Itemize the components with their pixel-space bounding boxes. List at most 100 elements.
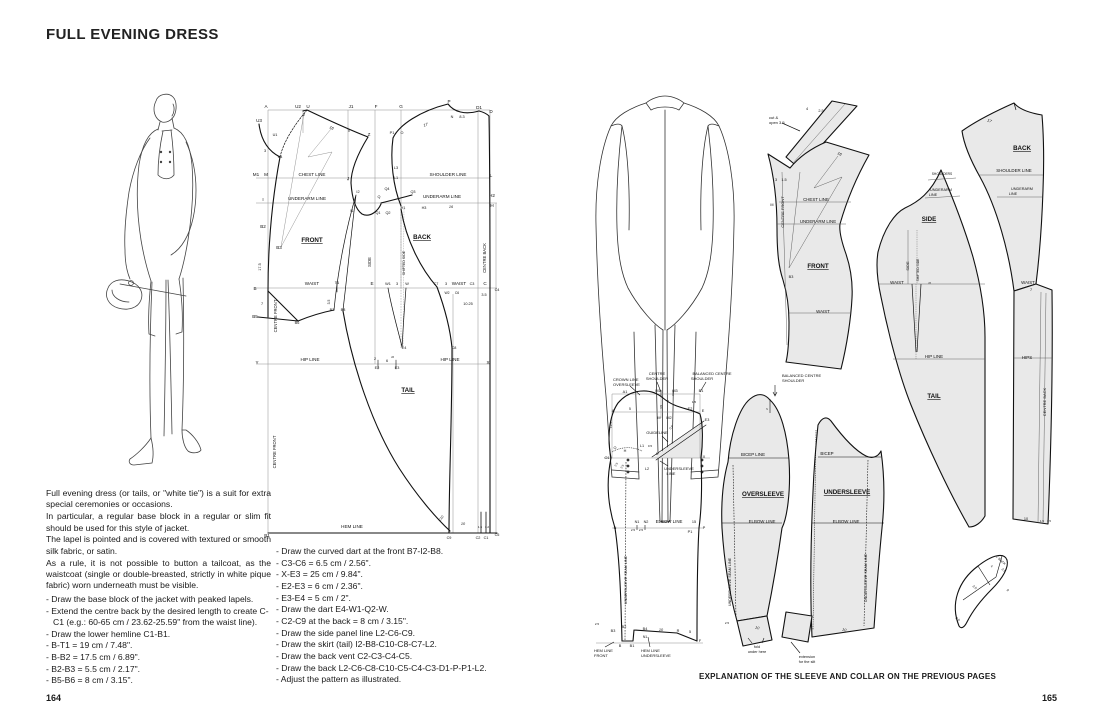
diagram-label: B1 — [264, 533, 270, 538]
diagram-label: Q3 — [410, 190, 415, 194]
diagram-label: CHEST LINE — [803, 197, 829, 202]
diagram-label: E1 — [699, 389, 704, 393]
diagram-label: O — [401, 131, 404, 135]
diagram-label: SHOULDERS — [932, 172, 953, 176]
diagram-label: 5 — [391, 356, 395, 358]
diagram-label: C — [483, 281, 487, 286]
diagram-label: F — [375, 104, 378, 109]
list-item: The lapel is pointed and is covered with… — [46, 534, 271, 556]
list-item: In particular, a regular base block in a… — [46, 511, 271, 533]
diagram-label: L3 — [394, 166, 398, 170]
diagram-label: M1 — [655, 389, 660, 393]
oversleeve-flap — [736, 615, 773, 647]
diagram-label: 8.3 — [459, 115, 464, 119]
diagram-label: E2 — [688, 407, 693, 411]
diagram-label: M2 — [666, 416, 671, 420]
diagram-label: U3 — [256, 118, 262, 123]
diagram-label: HEM LINE — [341, 524, 363, 529]
diagram-label: E — [702, 409, 705, 413]
diagram-label: UNDERSLEEVE — [824, 489, 870, 496]
diagram-label: U — [306, 104, 309, 109]
diagram-label: X — [703, 455, 706, 459]
diagram-label: O1 — [604, 456, 609, 460]
diagram-label: UNDERARM — [1011, 187, 1033, 191]
diagram-label: TAIL — [927, 393, 941, 400]
diagram-label: B — [253, 286, 256, 291]
diagram-label: SIDE — [367, 257, 372, 267]
diagram-label: B2 — [260, 224, 266, 229]
diagram-label: 2.5 — [818, 109, 823, 113]
diagram-label: T1 — [335, 281, 339, 285]
diagram-label: U4 — [278, 155, 283, 159]
instructions-right: - Draw the curved dart at the front B7-I… — [276, 546, 512, 686]
collar-piece — [954, 554, 1008, 629]
diagram-label: J1 — [349, 104, 354, 109]
diagram-label: M — [657, 416, 660, 420]
diagram-label: 16 — [329, 124, 336, 131]
diagram-label: BICEP LINE — [741, 452, 765, 457]
diagram-label: P — [447, 99, 450, 104]
diagram-label: TAIL — [401, 387, 415, 394]
diagram-label: W2 — [444, 291, 449, 295]
diagram-label: FRONT — [807, 263, 829, 270]
diagram-label: 2 — [303, 113, 305, 117]
diagram-label: C3 — [470, 282, 475, 286]
diagram-label: C2 — [476, 536, 481, 540]
diagram-label: SHIFTED SIDE — [916, 258, 920, 282]
diagram-label: B4 — [643, 627, 648, 631]
diagram-label: OVERSLEEVE — [613, 382, 640, 387]
diagram-label: BALANCED CENTRE — [692, 371, 731, 376]
diagram-label: B — [619, 644, 622, 648]
diagram-label: M3 — [672, 389, 677, 393]
diagram-label: 10.25 — [463, 302, 473, 306]
diagram-label: R — [677, 629, 680, 633]
diagram-label: M — [770, 203, 773, 207]
diagram-label: CHEST LINE — [299, 172, 326, 177]
diagram-label: ELBOW LINE — [656, 519, 683, 524]
list-item: - E3-E4 = 5 cm / 2". — [276, 592, 351, 603]
diagram-label: UNDERARM — [930, 188, 952, 192]
diagram-label: N2 — [644, 520, 649, 524]
diagram-label: 17 — [423, 121, 430, 127]
list-item: - B5-B6 = 8 cm / 3.15". — [46, 675, 133, 686]
diagram-label: LINE — [929, 193, 938, 197]
diagram-label: UNDERSLEEVE — [664, 466, 694, 471]
diagram-label: M1 — [253, 172, 260, 177]
undersleeve-piece — [810, 417, 885, 638]
diagram-label: 0.5 — [668, 424, 674, 430]
diagram-label: GUIDELINE — [646, 430, 668, 435]
centre-back-strip — [1012, 283, 1053, 525]
diagram-label: OVERSLEEVE — [742, 491, 784, 498]
diagram-label: 1.5 — [1040, 519, 1044, 523]
list-item: - B-T1 = 19 cm / 7.48". — [46, 640, 133, 651]
diagram-label: B7 — [330, 308, 335, 312]
diagram-label: E3 — [705, 418, 710, 422]
diagram-label: B3 — [789, 275, 794, 279]
diagram-label: WAIST — [452, 281, 467, 286]
diagram-label: B8 — [341, 308, 346, 312]
diagram-label: 3.5 — [955, 616, 961, 622]
diagram-label: ELBOW LINE — [749, 519, 776, 524]
diagram-label: UNDERARM LINE — [800, 219, 836, 224]
side-piece — [876, 169, 986, 528]
diagram-label: 3 — [264, 149, 266, 153]
diagram-label: 4 — [806, 107, 808, 111]
diagram-label: B3 — [276, 245, 282, 250]
instructions-left: - Draw the base block of the jacket with… — [46, 594, 274, 687]
diagram-label: 16 — [837, 150, 844, 157]
diagram-label: A — [264, 104, 268, 109]
diagram-label: 10 — [659, 628, 664, 632]
diagram-label: 12.5 — [609, 422, 613, 428]
list-item: - Extend the centre back by the desired … — [46, 605, 269, 627]
diagram-label: A — [612, 409, 615, 413]
list-item: As a rule, it is not possible to button … — [46, 557, 271, 591]
diagram-label: 9 — [1006, 588, 1010, 592]
list-item: - Draw the back vent C2-C3-C4-C5. — [276, 651, 413, 662]
diagram-label: 1.5 — [1047, 519, 1051, 523]
explanation-note: EXPLANATION OF THE SLEEVE AND COLLAR ON … — [699, 672, 997, 681]
diagram-label: UNDERSLEEVE — [641, 653, 671, 658]
